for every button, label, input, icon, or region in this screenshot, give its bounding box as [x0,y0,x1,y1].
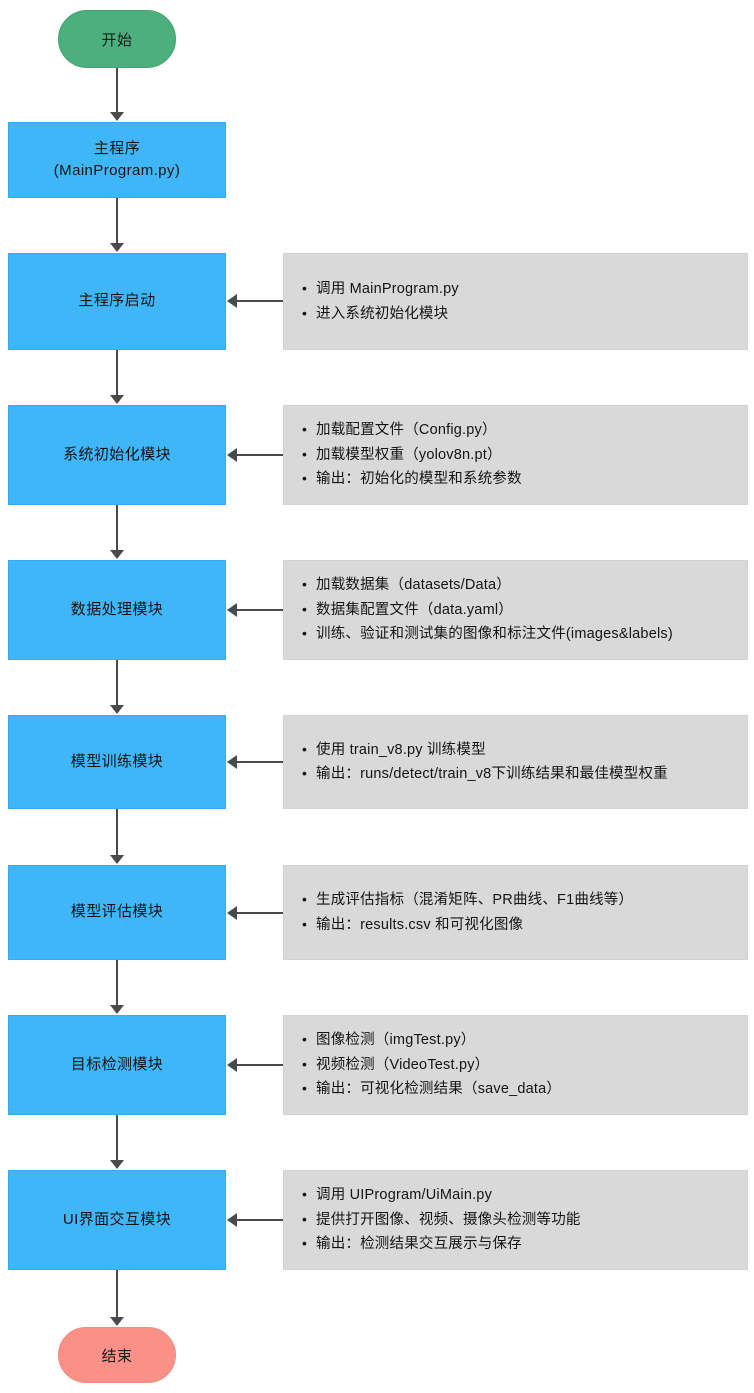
process-node-data-processing-label: 数据处理模块 [70,600,164,618]
process-node-system-init[interactable]: 系统初始化模块 [8,405,226,505]
note-bullet: 加载数据集（datasets/Data） [302,573,747,597]
note-box-model-training: 使用 train_v8.py 训练模型 输出：runs/detect/train… [283,715,748,809]
process-node-main-program-label: 主程序 (MainProgram.py) [53,139,181,180]
note-box-model-evaluation: 生成评估指标（混淆矩阵、PR曲线、F1曲线等） 输出：results.csv 和… [283,865,748,960]
note-bullet: 使用 train_v8.py 训练模型 [302,738,747,762]
arrowhead-step5-to-step6 [110,855,124,864]
connector-step2-to-step3 [116,350,118,396]
connector-note7-to-step8 [236,1219,283,1221]
note-bullet: 提供打开图像、视频、摄像头检测等功能 [302,1208,747,1232]
process-node-ui-interaction-label: UI界面交互模块 [62,1210,172,1228]
start-node-label: 开始 [101,31,133,49]
note-box-data-processing: 加载数据集（datasets/Data） 数据集配置文件（data.yaml） … [283,560,748,660]
process-node-model-training-label: 模型训练模块 [70,752,164,770]
note-bullet: 生成评估指标（混淆矩阵、PR曲线、F1曲线等） [302,888,747,912]
process-node-ui-interaction[interactable]: UI界面交互模块 [8,1170,226,1270]
arrowhead-note4-to-step5 [227,755,237,769]
note-box-ui-interaction: 调用 UIProgram/UiMain.py 提供打开图像、视频、摄像头检测等功… [283,1170,748,1270]
connector-step3-to-step4 [116,505,118,551]
connector-note5-to-step6 [236,912,283,914]
note-bullet: 输出：初始化的模型和系统参数 [302,467,747,491]
process-node-object-detection[interactable]: 目标检测模块 [8,1015,226,1115]
start-node[interactable]: 开始 [58,10,176,68]
connector-step1-to-step2 [116,198,118,244]
process-node-object-detection-label: 目标检测模块 [70,1055,164,1073]
process-node-model-evaluation-label: 模型评估模块 [70,903,164,921]
note-bullet: 加载模型权重（yolov8n.pt） [302,443,747,467]
process-node-model-training[interactable]: 模型训练模块 [8,715,226,809]
process-node-model-evaluation[interactable]: 模型评估模块 [8,865,226,960]
arrowhead-step2-to-step3 [110,395,124,404]
process-node-main-program[interactable]: 主程序 (MainProgram.py) [8,122,226,198]
arrowhead-step3-to-step4 [110,550,124,559]
arrowhead-note2-to-step3 [227,448,237,462]
note-box-program-start: 调用 MainProgram.py 进入系统初始化模块 [283,253,748,350]
arrowhead-note7-to-step8 [227,1213,237,1227]
end-node[interactable]: 结束 [58,1327,176,1383]
note-list-ui-interaction: 调用 UIProgram/UiMain.py 提供打开图像、视频、摄像头检测等功… [302,1183,747,1256]
note-bullet: 进入系统初始化模块 [302,302,747,326]
note-list-program-start: 调用 MainProgram.py 进入系统初始化模块 [302,277,747,326]
arrowhead-step1-to-step2 [110,243,124,252]
arrowhead-step8-to-end [110,1317,124,1326]
connector-note4-to-step5 [236,761,283,763]
connector-step6-to-step7 [116,960,118,1006]
note-bullet: 视频检测（VideoTest.py） [302,1053,747,1077]
note-list-model-evaluation: 生成评估指标（混淆矩阵、PR曲线、F1曲线等） 输出：results.csv 和… [302,888,747,937]
arrowhead-note3-to-step4 [227,603,237,617]
note-list-data-processing: 加载数据集（datasets/Data） 数据集配置文件（data.yaml） … [302,573,747,646]
note-box-object-detection: 图像检测（imgTest.py） 视频检测（VideoTest.py） 输出：可… [283,1015,748,1115]
process-node-data-processing[interactable]: 数据处理模块 [8,560,226,660]
note-list-model-training: 使用 train_v8.py 训练模型 输出：runs/detect/train… [302,738,747,787]
connector-note6-to-step7 [236,1064,283,1066]
end-node-label: 结束 [101,1347,133,1365]
note-bullet: 调用 MainProgram.py [302,277,747,301]
connector-note2-to-step3 [236,454,283,456]
arrowhead-note6-to-step7 [227,1058,237,1072]
arrowhead-note5-to-step6 [227,906,237,920]
process-node-program-start-label: 主程序启动 [78,292,156,310]
arrowhead-note1-to-step2 [227,294,237,308]
arrowhead-step4-to-step5 [110,705,124,714]
note-bullet: 训练、验证和测试集的图像和标注文件(images&labels) [302,622,747,646]
note-bullet: 输出：runs/detect/train_v8下训练结果和最佳模型权重 [302,762,747,786]
connector-note1-to-step2 [236,300,283,302]
note-bullet: 调用 UIProgram/UiMain.py [302,1183,747,1207]
note-bullet: 输出：results.csv 和可视化图像 [302,913,747,937]
arrowhead-start-to-step1 [110,112,124,121]
connector-start-to-step1 [116,68,118,113]
note-bullet: 加载配置文件（Config.py） [302,418,747,442]
note-list-object-detection: 图像检测（imgTest.py） 视频检测（VideoTest.py） 输出：可… [302,1028,747,1101]
note-bullet: 数据集配置文件（data.yaml） [302,598,747,622]
connector-step4-to-step5 [116,660,118,706]
note-bullet: 输出：可视化检测结果（save_data） [302,1077,747,1101]
note-list-system-init: 加载配置文件（Config.py） 加载模型权重（yolov8n.pt） 输出：… [302,418,747,491]
process-node-program-start[interactable]: 主程序启动 [8,253,226,350]
connector-step7-to-step8 [116,1115,118,1161]
connector-step8-to-end [116,1270,118,1318]
connector-step5-to-step6 [116,809,118,856]
note-bullet: 图像检测（imgTest.py） [302,1028,747,1052]
connector-note3-to-step4 [236,609,283,611]
note-box-system-init: 加载配置文件（Config.py） 加载模型权重（yolov8n.pt） 输出：… [283,405,748,505]
arrowhead-step7-to-step8 [110,1160,124,1169]
process-node-system-init-label: 系统初始化模块 [63,445,171,463]
note-bullet: 输出：检测结果交互展示与保存 [302,1232,747,1256]
arrowhead-step6-to-step7 [110,1005,124,1014]
